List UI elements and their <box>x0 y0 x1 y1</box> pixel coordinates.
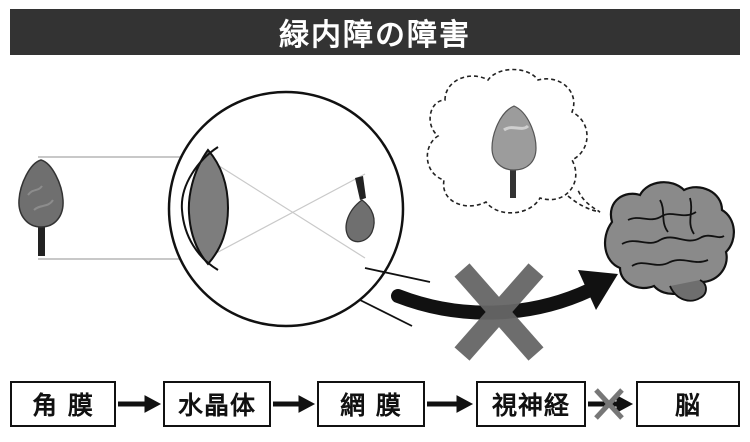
pointer-lines <box>359 267 431 327</box>
stage-cornea: 角 膜 <box>10 381 116 427</box>
blurred-tree-icon <box>491 105 537 198</box>
light-rays <box>204 156 366 260</box>
stage-label: 網 膜 <box>340 391 402 420</box>
flow-arrows <box>118 395 634 413</box>
stage-label: 水晶体 <box>177 391 256 420</box>
stage-brain: 脳 <box>636 381 740 427</box>
page-title: 緑内障の障害 <box>279 18 471 53</box>
title-bar: 緑内障の障害 <box>10 9 740 55</box>
projection-lines <box>38 156 205 260</box>
stage-label: 角 膜 <box>32 391 94 420</box>
stage-label: 脳 <box>674 391 701 420</box>
cross-mark <box>454 263 544 361</box>
flow-arrow-4 <box>588 395 634 413</box>
flow-arrow-1 <box>118 395 162 413</box>
flow-arrow-2 <box>273 395 316 413</box>
stage-label: 視神経 <box>491 391 570 420</box>
retina-image <box>345 176 375 243</box>
flow-arrow-3 <box>427 395 474 413</box>
brain-icon <box>603 181 735 302</box>
brain-folds <box>621 197 725 267</box>
small-cross-mark <box>594 388 624 420</box>
thought-bubble <box>426 68 601 214</box>
eye-magnifier <box>167 90 405 328</box>
tree-icon <box>18 159 64 256</box>
stage-lens: 水晶体 <box>163 381 271 427</box>
stage-optic-nerve: 視神経 <box>476 381 586 427</box>
stage-retina: 網 膜 <box>317 381 425 427</box>
